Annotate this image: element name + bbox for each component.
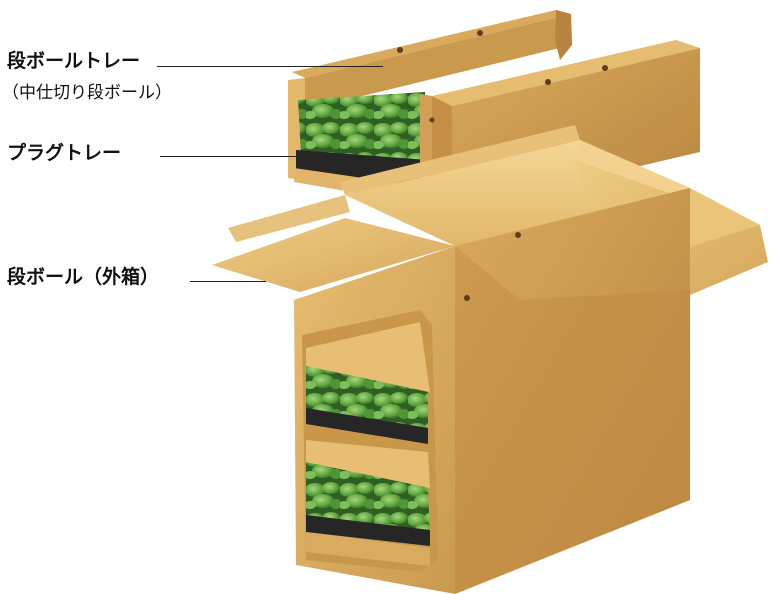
lower-tray-1-lid	[306, 322, 430, 392]
vent-hole	[545, 79, 551, 85]
lower-tray-1-plug-edge	[306, 408, 428, 444]
label-cardboard-tray: 段ボールトレー	[7, 50, 141, 72]
outer-box-left-flap	[212, 218, 455, 292]
outer-box	[212, 125, 768, 594]
outer-box-back-flap	[340, 125, 580, 195]
upper-tray-side-block-top	[432, 40, 700, 106]
outer-box-left-flap-back	[228, 195, 350, 242]
lower-tray-bottom-lip	[306, 532, 430, 566]
outer-box-side-face	[455, 188, 690, 594]
upper-tray-right-end	[555, 10, 572, 60]
leader-line-plug-tray	[160, 156, 300, 157]
vent-hole	[429, 117, 435, 123]
vent-hole	[477, 30, 483, 36]
lower-tray-2-lid	[306, 440, 430, 488]
vent-hole	[515, 232, 521, 238]
vent-hole	[464, 295, 470, 301]
vent-hole	[602, 65, 608, 71]
label-cardboard-tray-sub: （中仕切り段ボール）	[2, 83, 172, 103]
outer-box-side-shadow	[455, 246, 690, 594]
lower-tray-2-plug-edge	[306, 515, 430, 546]
upper-tray-top	[292, 10, 571, 78]
leader-line-outer-box	[190, 281, 266, 282]
upper-tray-back-wall	[305, 14, 572, 110]
label-outer-box: 段ボール（外箱）	[7, 266, 160, 288]
label-plug-tray: プラグトレー	[7, 142, 122, 164]
vent-hole	[397, 47, 403, 53]
leader-line-tray	[157, 66, 383, 67]
